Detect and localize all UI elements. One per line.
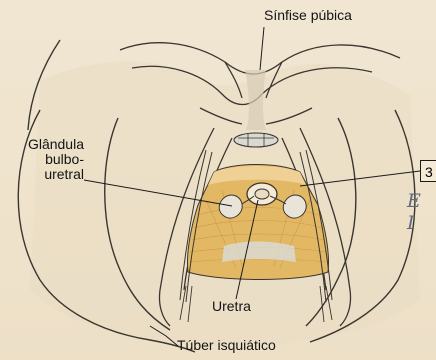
- urethra-ring: [247, 183, 277, 205]
- bulbourethral-gland-label: Glândula bulbo- uretral: [4, 137, 84, 182]
- handwritten-note: E I: [407, 190, 436, 234]
- gland-label-line-3: uretral: [4, 167, 84, 182]
- symphysis-label: Sínfise púbica: [264, 8, 352, 23]
- arcuate-ligament: [234, 133, 278, 147]
- urethra-label: Uretra: [212, 299, 251, 314]
- callout-number-box: 3: [420, 160, 436, 182]
- ischial-tuberosity-label: Túber isquiático: [177, 338, 276, 353]
- gland-label-line-2: bulbo-: [4, 152, 84, 167]
- gland-label-line-1: Glândula: [4, 137, 84, 152]
- perineal-membrane-cut: [222, 242, 296, 263]
